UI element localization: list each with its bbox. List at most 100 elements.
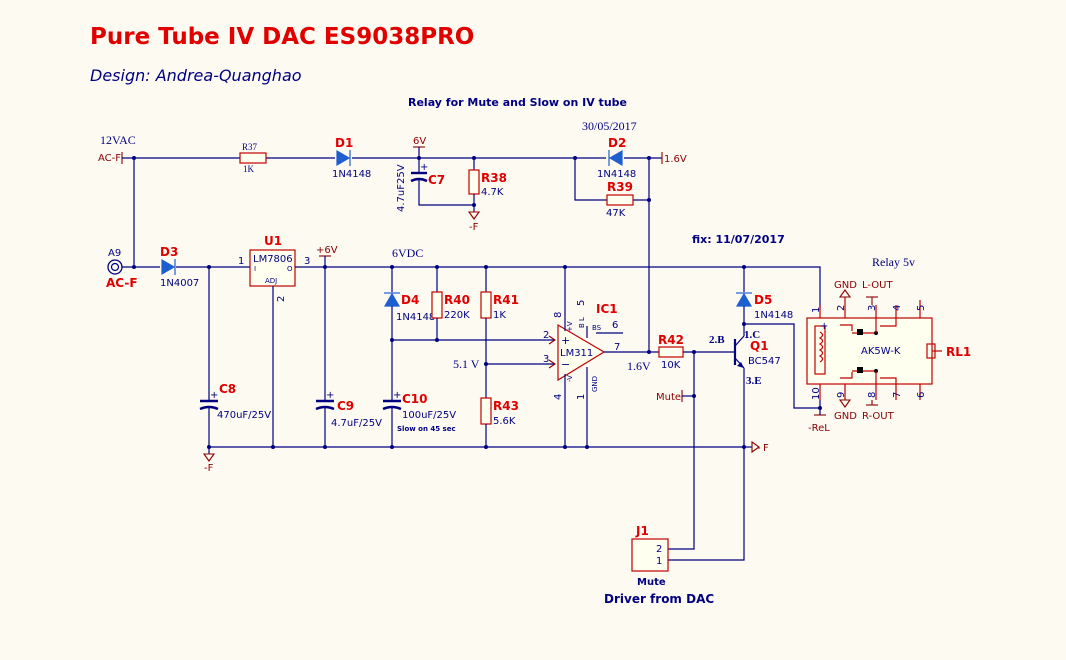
capacitor-c10[interactable]: + C10 100uF/25V Slow on 45 sec — [382, 390, 456, 433]
rl1-pin1: 1 — [811, 307, 822, 313]
r41-ref: R41 — [493, 293, 519, 307]
rl1-pin2: 2 — [836, 305, 847, 311]
diode-d2[interactable]: D2 1N4148 — [597, 136, 636, 180]
ic1-triangle — [557, 323, 606, 382]
u1-value: LM7806 — [253, 254, 293, 265]
u1-pin1: 1 — [238, 256, 244, 267]
c9-plus: + — [326, 390, 334, 401]
diode-d1[interactable]: D1 1N4148 — [332, 136, 371, 180]
r43-body — [480, 397, 492, 425]
ic1-bs: BS — [592, 324, 602, 332]
wire-c7-gnd — [418, 180, 474, 206]
ic1-pin6: 6 — [612, 320, 618, 331]
rl1-gnd-bottom: GND — [834, 411, 857, 422]
ic1-ref: IC1 — [596, 302, 618, 316]
r41-body — [480, 291, 492, 319]
rl1-switch-bottom-knob — [857, 367, 863, 373]
u1-pin2: 2 — [276, 296, 287, 302]
ic1-plus: + — [561, 334, 570, 347]
regulator-u1[interactable]: U1 LM7806 I O ADJ 1 3 2 — [238, 234, 310, 302]
net-1v6-label: 1.6V — [664, 154, 687, 165]
port-ac-f: AC-F — [98, 152, 123, 164]
d4-value: 1N4148 — [396, 312, 435, 323]
resistor-r41[interactable]: R41 1K — [480, 291, 519, 321]
d3-ref: D3 — [160, 245, 178, 259]
fix-date-label: fix: 11/07/2017 — [692, 233, 785, 246]
net-6vdc-label: 6VDC — [392, 246, 423, 260]
r38-value: 4.7K — [481, 187, 504, 198]
rl1-pin10: 10 — [811, 387, 822, 400]
resistor-r38[interactable]: R38 4.7K — [468, 169, 507, 198]
r39-ref: R39 — [607, 180, 633, 194]
connector-a9[interactable]: A9 AC-F — [106, 248, 138, 290]
relay-rl1[interactable]: + AK5W-K 1 2 3 4 5 10 9 8 — [806, 297, 971, 400]
r41-value: 1K — [493, 310, 506, 321]
r40-body — [431, 291, 443, 319]
rl1-gnd-top: GND — [834, 280, 857, 291]
r43-value: 5.6K — [493, 416, 516, 427]
net-5v1-label: 5.1 V — [453, 357, 480, 371]
d4-ref: D4 — [401, 293, 419, 307]
ic1-value: LM311 — [560, 348, 593, 359]
d1-value: 1N4148 — [332, 169, 371, 180]
rl1-gnd-bottom-arrow — [838, 399, 852, 408]
j1-body — [631, 538, 669, 572]
ground-symbol-c8: -F — [202, 453, 216, 474]
wire-collector-relay — [744, 323, 820, 409]
c10-value: 100uF/25V — [402, 410, 456, 421]
capacitor-c8[interactable]: + C8 470uF/25V — [199, 382, 271, 421]
resistor-r40[interactable]: R40 220K — [431, 291, 470, 321]
r38-ref: R38 — [481, 171, 507, 185]
c8-value: 470uF/25V — [217, 410, 271, 421]
connector-j1[interactable]: J1 2 1 Mute Driver from DAC — [604, 524, 714, 606]
rl1-contact-top-b — [880, 318, 897, 327]
q1-collector — [734, 335, 745, 347]
rl1-pin8: 8 — [867, 392, 878, 398]
diode-d5[interactable]: D5 1N4148 — [735, 292, 793, 321]
d5-ref: D5 — [754, 293, 772, 307]
capacitor-c7[interactable]: + C7 4.7uF25V — [396, 162, 445, 212]
resistor-r42[interactable]: R42 10K — [658, 333, 684, 371]
r40-value: 220K — [444, 310, 470, 321]
c9-plate-bottom — [315, 405, 335, 411]
rl1-pin7: 7 — [892, 392, 903, 398]
rl1-body — [806, 317, 933, 385]
d4-triangle — [383, 292, 401, 307]
ic1-pin2-arrow — [548, 335, 556, 345]
ic1-pin8: 8 — [553, 312, 564, 318]
net-12vac-label: 12VAC — [100, 133, 136, 147]
transistor-q1[interactable]: 2.B 1.C 3.E Q1 BC547 — [709, 329, 781, 387]
rl1-contact-bottom-a — [840, 372, 853, 379]
ic1-pin3-arrow — [548, 359, 556, 369]
j1-pin2: 2 — [656, 544, 662, 555]
j1-pin1: 1 — [656, 556, 662, 567]
q1-pin-e: 3.E — [746, 375, 762, 387]
capacitor-c9[interactable]: + C9 4.7uF/25V — [315, 390, 382, 429]
c7-plate-bottom — [410, 177, 428, 183]
u1-pin-o: O — [287, 265, 293, 273]
rl1-rout: R-OUT — [862, 411, 895, 422]
relay-title: Relay 5v — [872, 255, 915, 269]
c9-value: 4.7uF/25V — [331, 418, 382, 429]
c9-ref: C9 — [337, 399, 354, 413]
net-rel-label: -ReL — [808, 423, 830, 434]
d3-value: 1N4007 — [160, 278, 199, 289]
net-6v-label: 6V — [413, 136, 426, 147]
relay-note: Relay for Mute and Slow on IV tube — [408, 96, 627, 109]
date-label: 30/05/2017 — [582, 119, 637, 133]
r37-value: 1K — [243, 164, 255, 174]
rl1-coil-plus: + — [820, 321, 828, 332]
resistor-r43[interactable]: R43 5.6K — [480, 397, 519, 427]
d2-triangle — [608, 149, 623, 167]
ic1-vplus: +V — [566, 321, 574, 332]
junction — [417, 156, 421, 160]
diode-d3[interactable]: D3 1N4007 — [160, 245, 199, 289]
d5-triangle — [735, 292, 753, 307]
diode-d4[interactable]: D4 1N4148 — [383, 292, 435, 323]
r38-body — [468, 169, 480, 195]
resistor-r37[interactable]: R37 1K — [239, 142, 267, 174]
resistor-r39[interactable]: R39 47K — [606, 180, 634, 219]
comparator-ic1[interactable]: IC1 LM311 + − +V B L BS -V GND 8 5 6 2 3… — [543, 300, 620, 400]
wire-emitter-j1 — [668, 447, 745, 561]
ic1-minus: − — [561, 358, 570, 371]
